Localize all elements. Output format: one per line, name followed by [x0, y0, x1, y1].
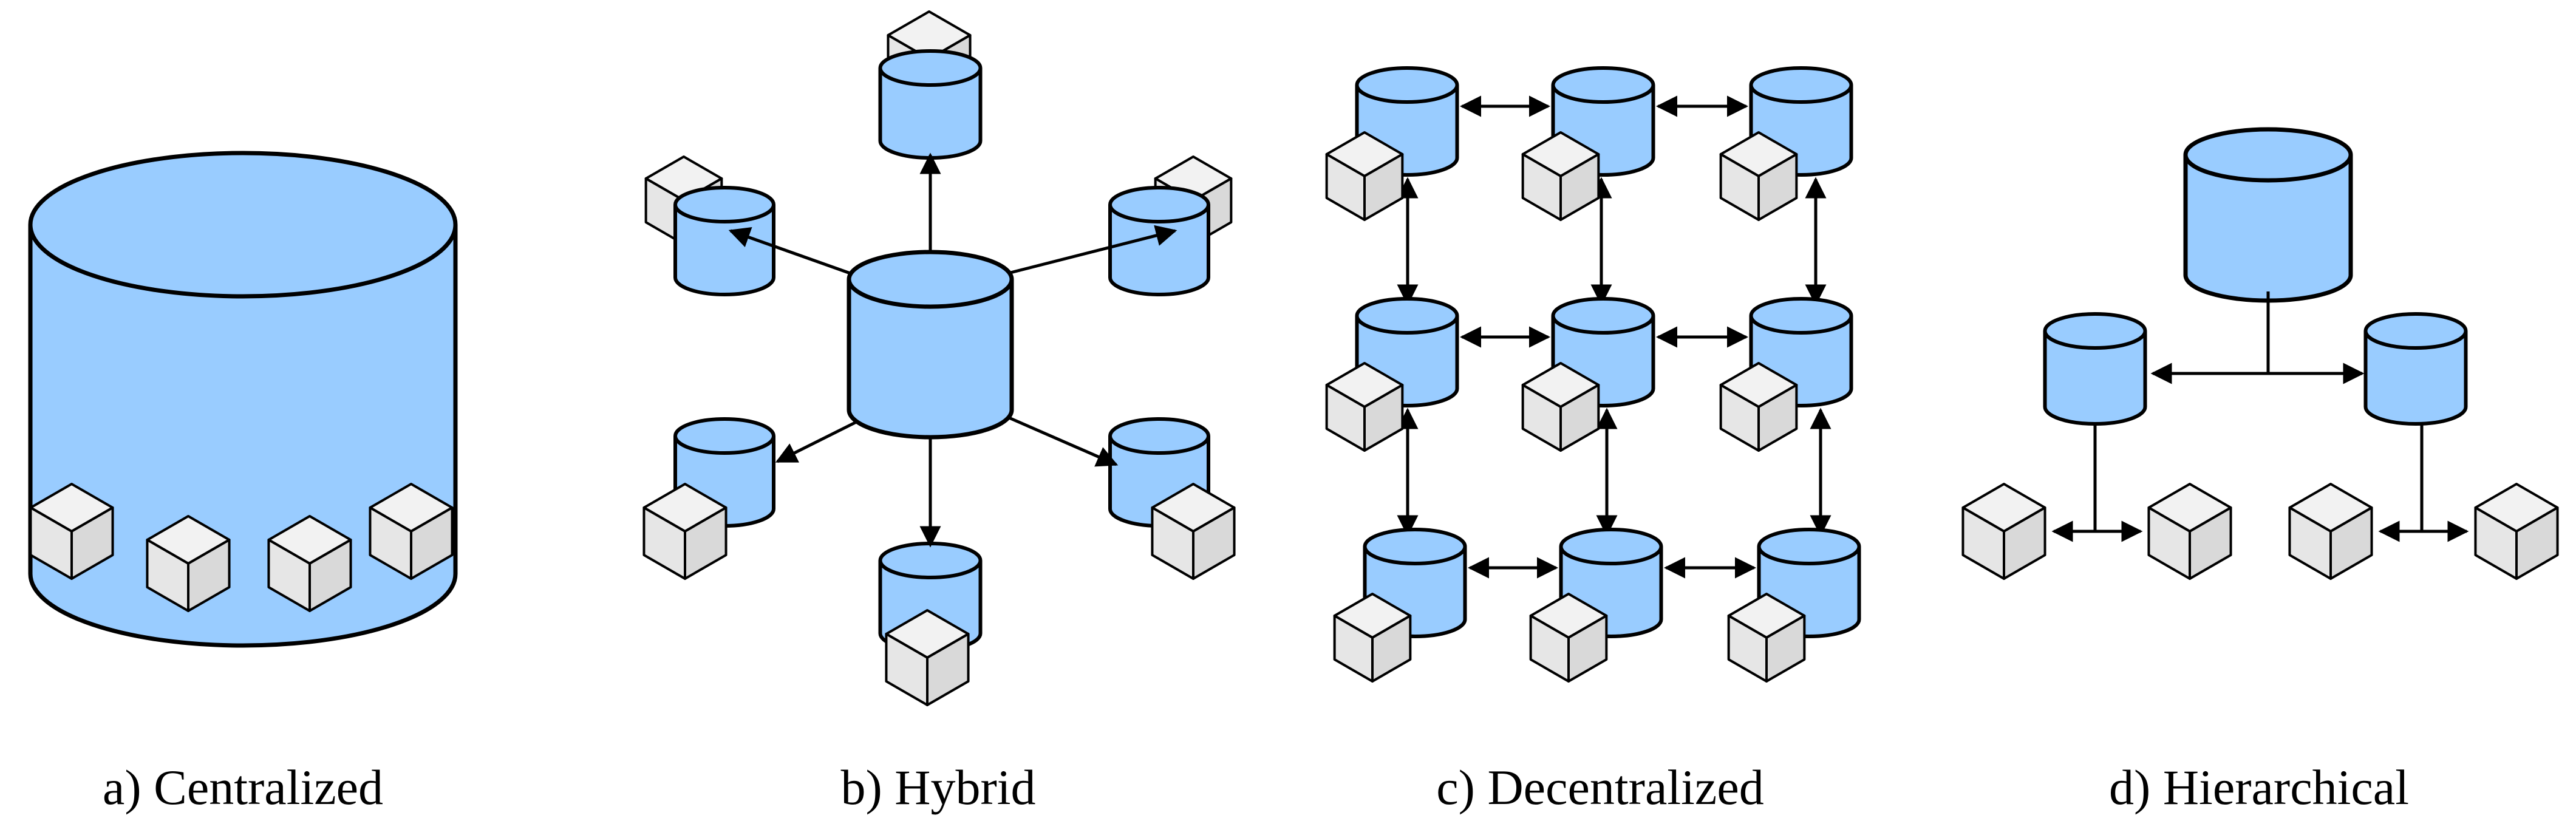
panel-hybrid — [642, 10, 1236, 706]
client-cube — [1325, 131, 1404, 221]
edge-server — [2363, 312, 2468, 426]
client-cube — [1719, 131, 1798, 221]
client-cube — [146, 515, 231, 612]
client-cube — [369, 483, 454, 580]
root-server — [2183, 127, 2353, 303]
client-cube — [2147, 483, 2232, 580]
client-cube — [885, 609, 970, 706]
hybrid-arrow — [1007, 225, 1177, 275]
caption-hybrid: b) Hybrid — [840, 760, 1036, 815]
client-cube — [1333, 593, 1412, 683]
client-cube — [2474, 483, 2559, 580]
central-server — [28, 151, 458, 648]
peer-server — [1108, 186, 1210, 296]
panel-centralized — [28, 151, 458, 648]
central-server — [847, 250, 1014, 440]
client-cube — [1719, 362, 1798, 452]
caption-decentralized: c) Decentralized — [1436, 760, 1764, 815]
client-cube — [1521, 131, 1600, 221]
client-cube — [1529, 593, 1608, 683]
client-cube — [1961, 483, 2046, 580]
client-cube — [2288, 483, 2373, 580]
caption-centralized: a) Centralized — [102, 760, 384, 815]
hybrid-arrow — [728, 227, 851, 275]
panel-decentralized — [1325, 66, 1861, 683]
client-cube — [1727, 593, 1806, 683]
peer-server — [673, 186, 775, 296]
hybrid-arrow — [990, 408, 1119, 467]
client-cube — [1151, 483, 1236, 580]
client-cube — [1521, 362, 1600, 452]
caption-hierarchical: d) Hierarchical — [2109, 760, 2409, 815]
edge-server — [2043, 312, 2147, 426]
client-cube — [642, 483, 727, 580]
client-cube — [1325, 362, 1404, 452]
client-cube — [267, 515, 352, 612]
peer-server — [878, 49, 983, 160]
client-cube — [29, 483, 114, 580]
panel-hierarchical — [1961, 127, 2559, 580]
